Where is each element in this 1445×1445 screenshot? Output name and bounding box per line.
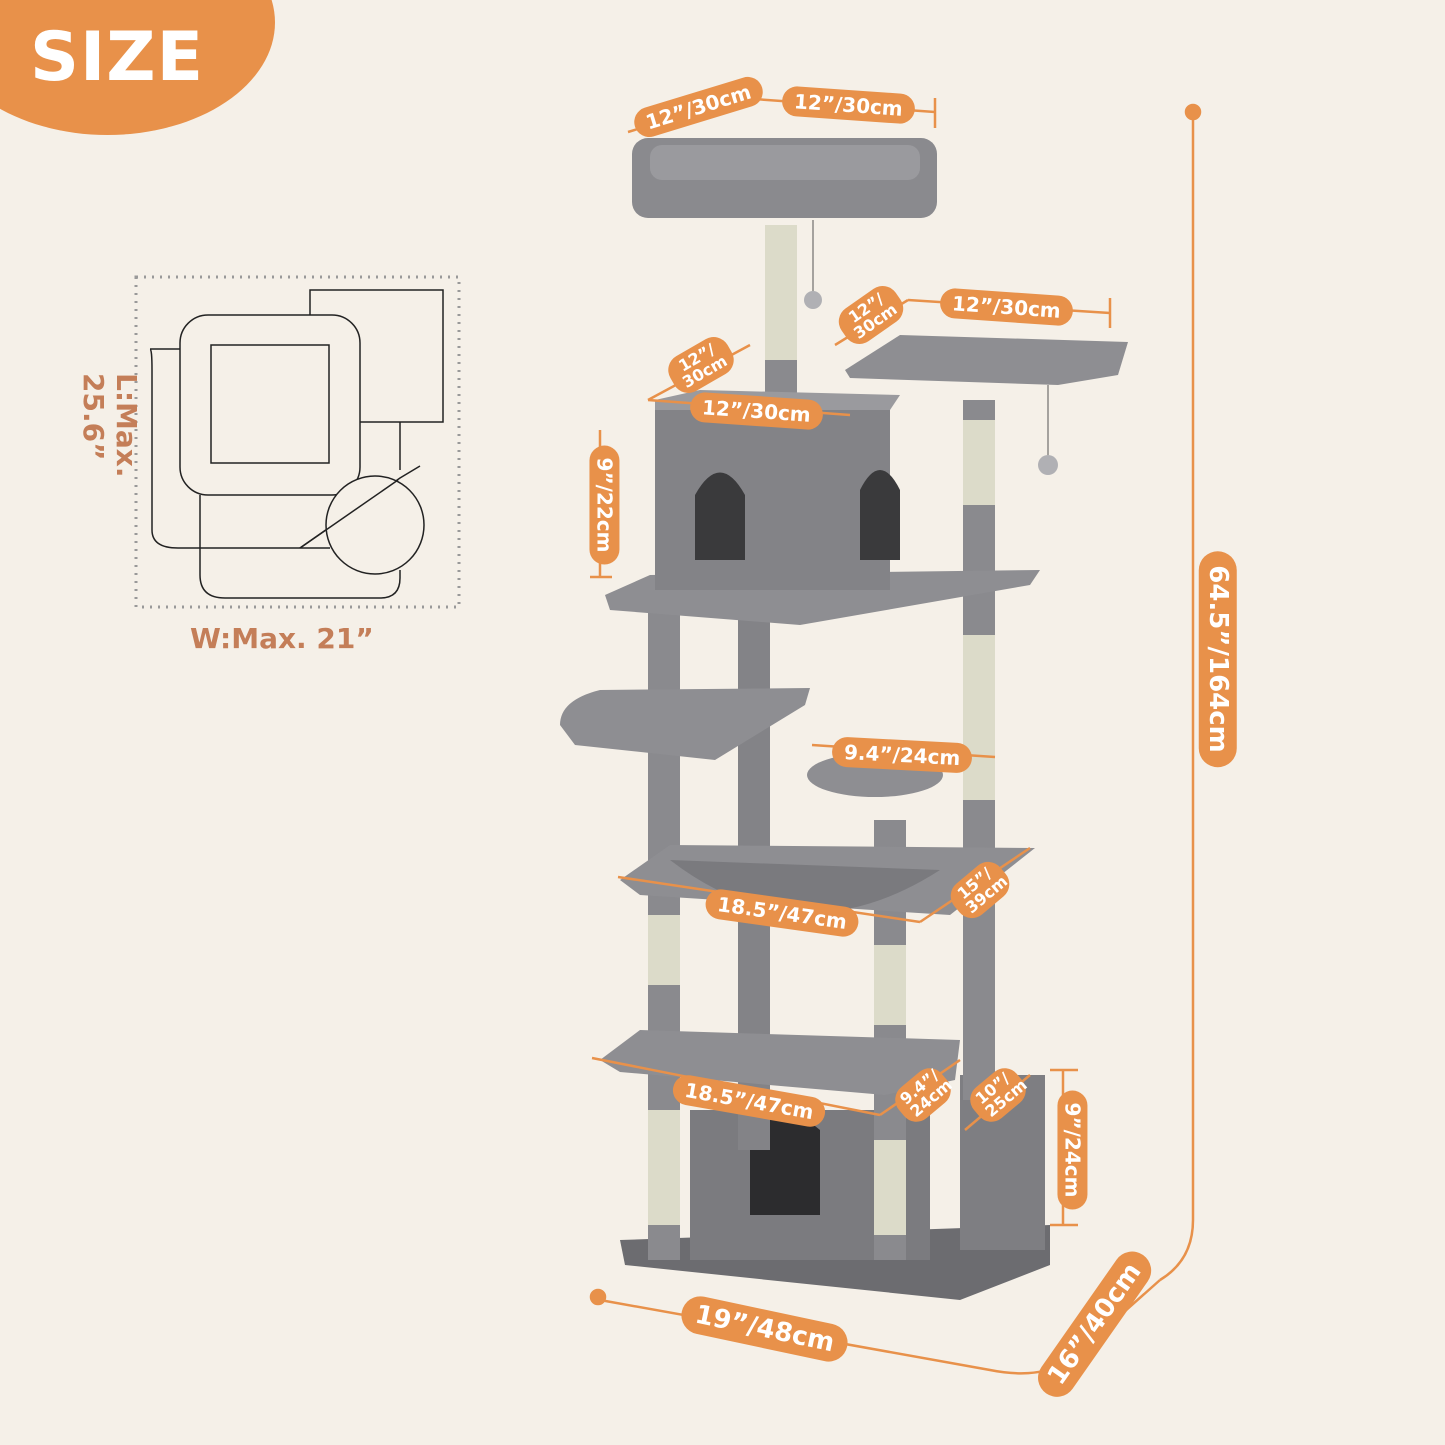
dim-side-box-height: 9”/24cm — [1057, 1090, 1088, 1210]
footprint-width-label: W:Max. 21” — [190, 622, 374, 655]
dim-total-height: 64.5”/164cm — [1198, 551, 1237, 767]
dim-condo-height: 9”/22cm — [589, 445, 620, 565]
size-title: SIZE — [30, 18, 205, 97]
